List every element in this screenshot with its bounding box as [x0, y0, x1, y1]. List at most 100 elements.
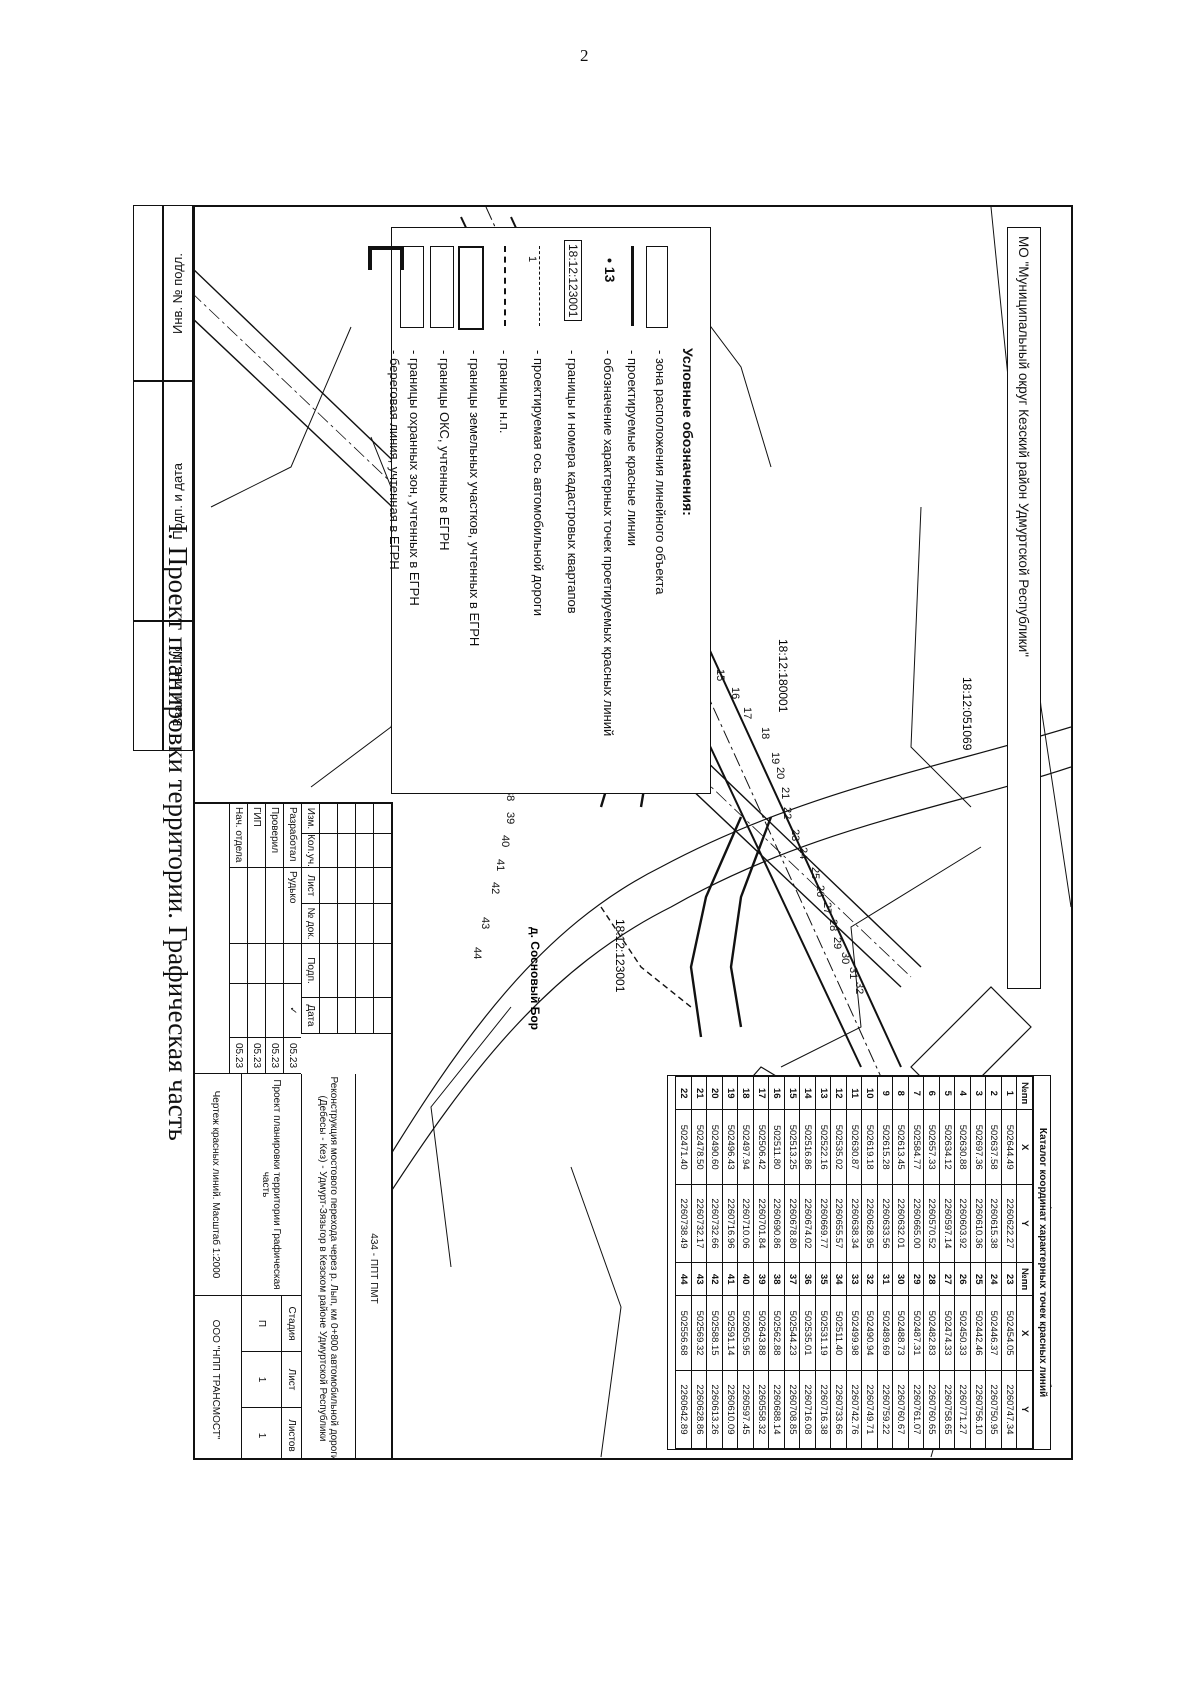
table-cell: 41: [722, 1262, 738, 1296]
table-cell: 502535.01: [800, 1295, 816, 1371]
cad-label-180001: 18:12:180001: [776, 639, 790, 713]
table-cell: 18: [738, 1076, 754, 1110]
table-cell: 13: [815, 1076, 831, 1110]
red-line-point-21: 21: [779, 787, 791, 800]
table-cell: 27: [939, 1262, 955, 1296]
table-cell: 502499.98: [846, 1295, 862, 1371]
table-cell: 2260642.89: [676, 1370, 692, 1449]
role-name-3: [229, 868, 247, 944]
table-cell: 2260632.01: [893, 1184, 909, 1263]
red-line-point-32: 32: [853, 982, 865, 995]
coordinates-catalogue-title: Каталог координат характерных точек крас…: [1033, 1076, 1050, 1449]
role-0: Разработал: [283, 804, 301, 868]
red-line-point-29: 29: [831, 937, 843, 950]
table-cell: 16: [769, 1076, 785, 1110]
red-line-point-31: 31: [847, 967, 859, 980]
table-cell: 502605.95: [738, 1295, 754, 1371]
drawing-frame: 18:12:051069 18:12:051070 18:12:180001 1…: [193, 205, 1073, 1460]
revision-cell: [319, 804, 337, 834]
table-cell: 15: [784, 1076, 800, 1110]
table-cell: 502535.02: [831, 1109, 847, 1185]
table-cell: 43: [691, 1262, 707, 1296]
table-cell: 2260655.57: [831, 1184, 847, 1263]
table-cell: 37: [784, 1262, 800, 1296]
table-cell: 40: [738, 1262, 754, 1296]
legend-axis-sample: 1: [526, 256, 538, 263]
approval-value-2: [133, 621, 163, 751]
coord-header-0: №пп: [1017, 1076, 1033, 1110]
role-signature-0: ✓: [283, 984, 301, 1038]
legend-symbol: • 13: [588, 238, 618, 333]
table-cell: 502697.36: [970, 1109, 986, 1185]
sheet-label: Лист: [281, 1352, 301, 1408]
table-cell: 2260701.84: [753, 1184, 769, 1263]
legend-text: - границы ОКС, учтенных в ЕГРН: [437, 350, 452, 551]
table-cell: 502490.60: [707, 1109, 723, 1185]
role-date-1: 05.23: [265, 1038, 283, 1074]
document-code: 434 - ППТ ПМТ: [355, 1074, 391, 1460]
red-line-point-30: 30: [839, 952, 851, 965]
table-cell: 2260716.38: [815, 1370, 831, 1449]
project-title: Реконструкция мостового перехода через р…: [301, 1074, 355, 1460]
table-cell: 2260633.56: [877, 1184, 893, 1263]
table-cell: 502442.46: [970, 1295, 986, 1371]
table-cell: 36: [800, 1262, 816, 1296]
legend-text: - проектируемая ось автомобильной дороги: [531, 350, 546, 617]
table-cell: 502511.40: [831, 1295, 847, 1371]
red-line-point-43: 43: [479, 917, 491, 930]
table-cell: 2260738.49: [676, 1184, 692, 1263]
revision-cell: [373, 998, 391, 1034]
sheets-value: 1: [241, 1408, 281, 1460]
stage-label: Стадия: [281, 1296, 301, 1352]
table-cell: 502446.37: [986, 1295, 1002, 1371]
red-line-point-24: 24: [797, 847, 809, 860]
table-cell: 502634.12: [939, 1109, 955, 1185]
legend-text: - границы н.п.: [497, 350, 512, 434]
legend-text: - границы охранных зон, учтенных в ЕГРН: [407, 350, 422, 606]
red-line-point-16: 16: [729, 687, 741, 700]
table-cell: 502454.05: [1001, 1295, 1017, 1371]
legend-text: - береговая линия, учтенная в ЕГРН: [387, 350, 402, 570]
role-3: Нач. отдела: [229, 804, 247, 868]
table-cell: 4: [955, 1076, 971, 1110]
table-cell: 502637.58: [986, 1109, 1002, 1185]
legend-text: - границы земельных участков, учтенных в…: [467, 350, 482, 647]
table-cell: 24: [986, 1262, 1002, 1296]
table-cell: 31: [877, 1262, 893, 1296]
table-cell: 502474.33: [939, 1295, 955, 1371]
table-cell: 12: [831, 1076, 847, 1110]
table-cell: 23: [1001, 1262, 1017, 1296]
table-cell: 502644.49: [1001, 1109, 1017, 1185]
table-cell: 502556.68: [676, 1295, 692, 1371]
table-cell: 502496.43: [722, 1109, 738, 1185]
part-title: Проект планировки территории Графическая…: [241, 1074, 301, 1296]
role-2: ГИП: [247, 804, 265, 868]
revision-cell: [337, 904, 355, 944]
col-header-5: Дата: [301, 998, 319, 1034]
red-line-point-42: 42: [489, 882, 501, 895]
legend-symbol: [454, 238, 484, 333]
table-cell: 42: [707, 1262, 723, 1296]
table-cell: 5: [939, 1076, 955, 1110]
role-signature-3: [229, 984, 247, 1038]
table-cell: 2260760.67: [893, 1370, 909, 1449]
table-cell: 2260622.27: [1001, 1184, 1017, 1263]
table-cell: 502562.88: [769, 1295, 785, 1371]
table-cell: 2260638.34: [846, 1184, 862, 1263]
municipality-label: МО "Муниципальный округ Кезский район Уд…: [1007, 227, 1041, 989]
table-cell: 2260710.06: [738, 1184, 754, 1263]
role-name-2: [247, 868, 265, 944]
role-date-3: 05.23: [229, 1038, 247, 1074]
revision-cell: [319, 904, 337, 944]
table-cell: 34: [831, 1262, 847, 1296]
table-cell: 2260716.08: [800, 1370, 816, 1449]
